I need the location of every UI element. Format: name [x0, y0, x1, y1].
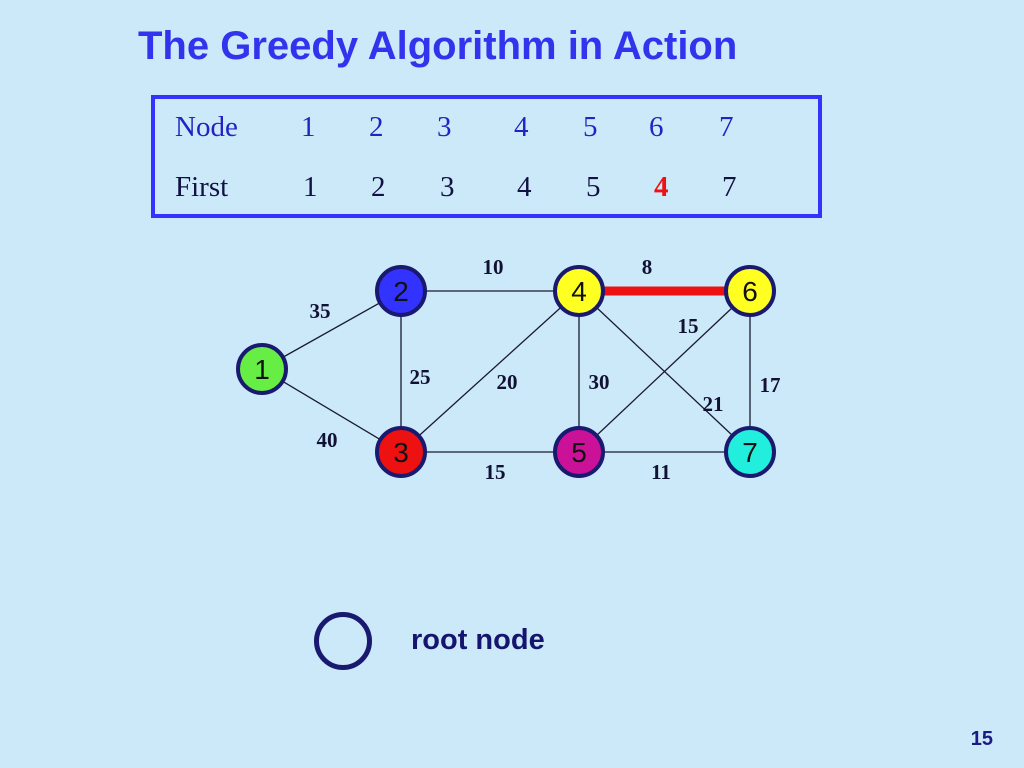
node-cell-6: 6 — [649, 111, 664, 143]
first-table: Node 1 2 3 4 5 6 7 First 1 2 3 4 5 4 7 — [151, 95, 822, 218]
graph-node-4-label: 4 — [571, 276, 587, 307]
legend-label: root node — [411, 624, 545, 656]
edge-1-2 — [261, 290, 402, 370]
graph-node-4-circle — [553, 265, 605, 317]
edge-weight-3-5: 15 — [485, 460, 506, 484]
edge-weight-4-7: 21 — [703, 392, 724, 416]
edge-weight-2-4: 10 — [483, 255, 504, 279]
first-cell-3: 3 — [440, 171, 455, 203]
graph-node-7-label: 7 — [742, 437, 758, 468]
node-cell-4: 4 — [514, 111, 529, 143]
first-cell-7: 7 — [722, 171, 737, 203]
root-node-legend-icon — [314, 612, 372, 670]
graph-node-6-circle — [724, 265, 776, 317]
edge-weight-2-3: 25 — [410, 365, 431, 389]
edge-weight-5-7: 11 — [651, 460, 671, 484]
nodes-layer: 1 2 3 4 5 6 7 — [236, 265, 776, 478]
graph-node-4: 4 — [553, 265, 605, 317]
graph-node-2-label: 2 — [393, 276, 409, 307]
edge-weight-4-5: 30 — [589, 370, 610, 394]
first-cell-1: 1 — [303, 171, 318, 203]
edge-3-4 — [400, 290, 580, 453]
edge-1-3 — [261, 368, 402, 453]
first-cell-6: 4 — [654, 171, 669, 203]
edges-layer — [261, 286, 751, 453]
edge-weight-1-2: 35 — [310, 299, 331, 323]
first-cell-2: 2 — [371, 171, 386, 203]
graph-node-7: 7 — [724, 426, 776, 478]
edge-weight-5-6: 15 — [678, 314, 699, 338]
edge-weight-3-4: 20 — [497, 370, 518, 394]
edge-weight-1-3: 40 — [317, 428, 338, 452]
graph-node-2: 2 — [375, 265, 427, 317]
graph-node-1-circle — [236, 343, 288, 395]
graph-node-7-circle — [724, 426, 776, 478]
graph-node-3-circle — [375, 426, 427, 478]
graph-node-5-label: 5 — [571, 437, 587, 468]
node-cell-2: 2 — [369, 111, 384, 143]
edge-5-6 — [578, 290, 751, 453]
graph-node-6: 6 — [724, 265, 776, 317]
graph-node-5: 5 — [553, 426, 605, 478]
page-number: 15 — [970, 728, 993, 750]
graph-node-2-circle — [375, 265, 427, 317]
first-row-label: First — [175, 171, 229, 203]
graph-node-1: 1 — [236, 343, 288, 395]
node-cell-3: 3 — [437, 111, 452, 143]
edge-weight-4-6: 8 — [642, 255, 653, 279]
first-cell-4: 4 — [517, 171, 532, 203]
node-cell-1: 1 — [301, 111, 316, 143]
first-cell-5: 5 — [586, 171, 601, 203]
graph-node-3: 3 — [375, 426, 427, 478]
edge-weight-6-7: 17 — [760, 373, 781, 397]
graph-node-3-label: 3 — [393, 437, 409, 468]
first-row: First 1 2 3 4 5 4 7 — [155, 167, 818, 207]
graph-node-6-label: 6 — [742, 276, 758, 307]
node-cell-5: 5 — [583, 111, 598, 143]
graph-node-1-label: 1 — [254, 354, 270, 385]
slide-title: The Greedy Algorithm in Action — [138, 24, 738, 68]
node-row: Node 1 2 3 4 5 6 7 — [155, 107, 818, 147]
node-cell-7: 7 — [719, 111, 734, 143]
graph-node-5-circle — [553, 426, 605, 478]
node-row-label: Node — [175, 111, 238, 143]
